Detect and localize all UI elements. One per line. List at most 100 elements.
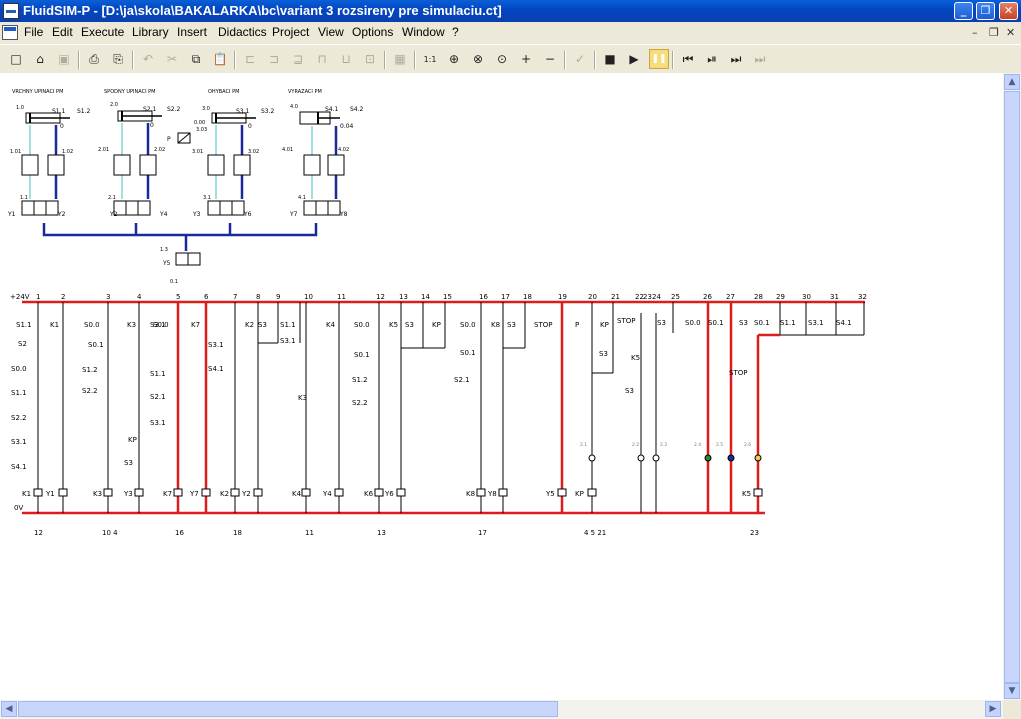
mdi-close-button[interactable]: ✕ [1006, 26, 1016, 39]
align-right-icon[interactable]: ⊒ [292, 52, 304, 66]
window-title: FluidSIM-P - [D:\ja\skola\BAKALARKA\bc\v… [23, 3, 502, 18]
menu-options[interactable]: Options [352, 25, 394, 39]
contact-label: S2.2 [11, 414, 27, 422]
scroll-right-icon[interactable]: ▶ [985, 701, 1001, 717]
zoom-all-icon[interactable]: ⊙ [496, 52, 508, 66]
align-top-icon[interactable]: ⊓ [317, 52, 327, 66]
zoom-in-icon[interactable]: + [520, 52, 532, 66]
play-icon[interactable]: ▶ [629, 52, 639, 66]
undo-icon[interactable]: ↶ [142, 52, 154, 66]
contact-tag: S3 [124, 459, 133, 467]
contact-label: S3.1 [11, 438, 27, 446]
menu-execute[interactable]: Execute [81, 25, 125, 39]
horizontal-scrollbar[interactable]: ◀ ▶ [0, 700, 1003, 719]
fast-forward-icon[interactable]: ⏭ [754, 51, 766, 66]
cut-icon[interactable]: ✂ [166, 52, 178, 66]
maximize-button[interactable]: ❐ [976, 2, 995, 20]
menu-view[interactable]: View [318, 25, 344, 39]
cylinder-1[interactable]: VRCHNY UPINACI PM 1.0 S1.1 S1.2 0 [12, 89, 91, 130]
menu-didactics[interactable]: Didactics [218, 25, 267, 39]
check-icon[interactable]: ✓ [574, 52, 586, 66]
solenoid-label: Y4 [159, 211, 168, 218]
circuit-canvas[interactable]: VRCHNY UPINACI PM 1.0 S1.1 S1.2 0 SPODNY… [0, 73, 1003, 700]
rung-number: 9 [276, 293, 280, 301]
document-icon[interactable] [2, 25, 18, 40]
grid-icon[interactable]: ▦ [394, 52, 406, 66]
cylinder-3[interactable]: OHYBACI PM 3.0 S3.1 S3.2 0 0.00 3.03 P [167, 89, 275, 144]
valve-id: 2.1 [108, 195, 116, 201]
menu-library[interactable]: Library [132, 25, 169, 39]
zoom-fit-icon[interactable]: ⊗ [472, 52, 484, 66]
print-icon[interactable]: ⎘ [113, 51, 123, 66]
mdi-minimize-button[interactable]: – [972, 26, 978, 39]
new-icon[interactable]: □ [10, 52, 22, 66]
contact-tag: S0.0 [354, 321, 370, 329]
rung-number: 26 [703, 293, 712, 301]
rung-number: 31 [830, 293, 839, 301]
cylinder-2[interactable]: SPODNY UPINACI PM 2.0 S2.1 S2.2 0 [104, 89, 181, 129]
contact-tag: S0.1 [460, 349, 476, 357]
zoom-out-icon[interactable]: − [544, 52, 556, 66]
menu-file[interactable]: File [24, 25, 44, 39]
open-icon[interactable]: ⌂ [36, 52, 44, 66]
paste-icon[interactable]: 📋 [212, 52, 228, 66]
cylinder-title: SPODNY UPINACI PM [104, 89, 155, 95]
coil-label: Y4 [322, 490, 332, 498]
copy-icon[interactable]: ⧉ [191, 51, 201, 66]
coil-label: Y1 [45, 490, 55, 498]
rung-number: 6 [204, 293, 209, 301]
contact-tag: S2.2 [82, 387, 98, 395]
solenoid-label: Y6 [243, 211, 252, 218]
rung-number: 18 [523, 293, 532, 301]
menu-window[interactable]: Window [402, 25, 445, 39]
title-bar[interactable]: FluidSIM-P - [D:\ja\skola\BAKALARKA\bc\v… [0, 0, 1021, 22]
menu-edit[interactable]: Edit [52, 25, 73, 39]
solenoid-label: Y2 [109, 211, 118, 218]
rung-number: 11 [337, 293, 346, 301]
cylinder-4[interactable]: VYRAZACI PM 4.0 S4.1 S4.2 0.04 [288, 89, 364, 130]
menu-insert[interactable]: Insert [177, 25, 208, 39]
contact-tag: K1 [50, 321, 59, 329]
step-icon[interactable]: ⏯ [707, 51, 717, 66]
solenoid-label: Y1 [7, 211, 16, 218]
lamp-label: 2.2 [632, 442, 639, 448]
zoom-window-icon[interactable]: ⊕ [448, 52, 460, 66]
flow-valve-id: 1.02 [62, 149, 73, 155]
cross-ref: 4 5 21 [584, 529, 606, 537]
rung-number: 14 [421, 293, 430, 301]
contact-tag: KP [600, 321, 609, 329]
scroll-left-icon[interactable]: ◀ [1, 701, 17, 717]
coil-label: K6 [364, 490, 374, 498]
close-button[interactable]: ✕ [999, 2, 1018, 20]
save-icon[interactable]: ▣ [58, 52, 70, 66]
align-bottom-icon[interactable]: ⊡ [364, 52, 376, 66]
menu-bar: File Edit Execute Library Insert Didacti… [0, 23, 1021, 43]
cylinder-title: VRCHNY UPINACI PM [12, 89, 63, 95]
reset-icon[interactable]: ⏮ [682, 51, 694, 66]
scroll-up-icon[interactable]: ▲ [1004, 74, 1020, 90]
align-left-icon[interactable]: ⊏ [244, 52, 256, 66]
zoom-1-1-icon[interactable]: 1:1 [423, 54, 437, 64]
pause-icon[interactable]: ❚❚ [649, 49, 669, 69]
menu-project[interactable]: Project [272, 25, 310, 39]
contact-tag: K8 [491, 321, 500, 329]
contact-tag: S3 [739, 319, 748, 327]
coil-label: Y6 [384, 490, 394, 498]
rung-number: 21 [611, 293, 620, 301]
vertical-scrollbar[interactable]: ▲ ▼ [1003, 73, 1021, 700]
mdi-restore-button[interactable]: ❐ [989, 26, 999, 39]
minimize-button[interactable]: _ [954, 2, 973, 20]
rung-number: 3 [106, 293, 110, 301]
print-preview-icon[interactable]: ⎙ [89, 51, 99, 66]
align-center-icon[interactable]: ⊐ [268, 52, 280, 66]
menu-help[interactable]: ? [452, 25, 459, 39]
step-forward-icon[interactable]: ⏭ [730, 51, 742, 66]
align-middle-icon[interactable]: ⊔ [341, 52, 351, 66]
stop-icon[interactable]: ■ [604, 52, 616, 66]
horizontal-scroll-thumb[interactable] [18, 701, 558, 717]
vertical-scroll-thumb[interactable] [1004, 91, 1020, 683]
flow-valve-id: 2.01 [98, 147, 109, 153]
directional-valves [21, 200, 341, 266]
contact-label: S1.1 [11, 389, 27, 397]
scroll-down-icon[interactable]: ▼ [1004, 683, 1020, 699]
